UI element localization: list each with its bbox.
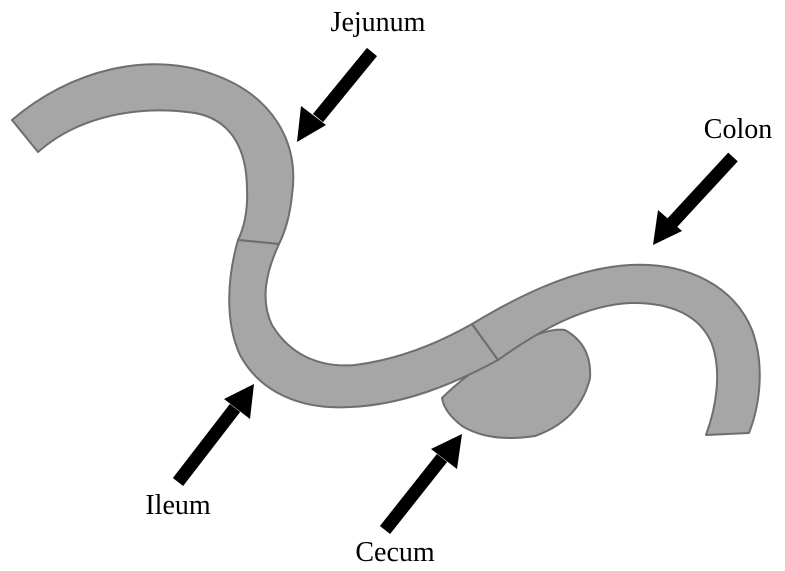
colon-arrow (653, 157, 733, 245)
ileum-label: Ileum (145, 490, 211, 521)
ileum-arrow (178, 384, 254, 482)
colon-label: Colon (704, 114, 772, 145)
jejunum-arrow (297, 52, 372, 142)
jejunum-shape (12, 64, 293, 244)
ileum-shape (229, 240, 498, 407)
cecum-arrow (385, 434, 462, 530)
cecum-label: Cecum (355, 537, 435, 568)
jejunum-label: Jejunum (331, 7, 426, 38)
